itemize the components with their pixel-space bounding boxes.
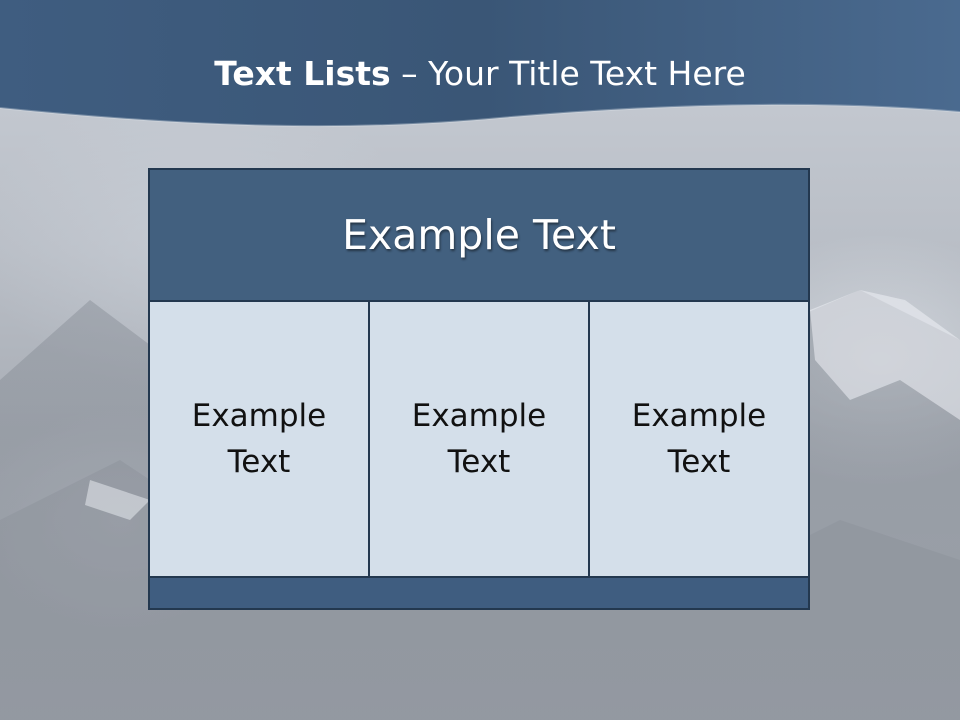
slide-title: Text Lists – Your Title Text Here	[0, 52, 960, 96]
diagram-columns: Example Text Example Text Example Text	[150, 302, 808, 578]
diagram-column-label: Example Text	[631, 398, 767, 480]
diagram-top-box: Example Text	[150, 170, 808, 302]
diagram-column-3: Example Text	[588, 302, 808, 578]
diagram-column-1: Example Text	[150, 302, 368, 578]
diagram-column-label: Example Text	[411, 398, 547, 480]
diagram-bottom-bar	[150, 578, 808, 608]
diagram-frame: Example Text Example Text Example Text E…	[148, 168, 810, 610]
header-band	[0, 0, 960, 128]
title-bold: Text Lists	[214, 54, 391, 93]
title-rest: – Your Title Text Here	[390, 54, 746, 93]
diagram-column-label: Example Text	[191, 398, 327, 480]
diagram-top-label: Example Text	[342, 211, 616, 259]
diagram-column-2: Example Text	[368, 302, 588, 578]
